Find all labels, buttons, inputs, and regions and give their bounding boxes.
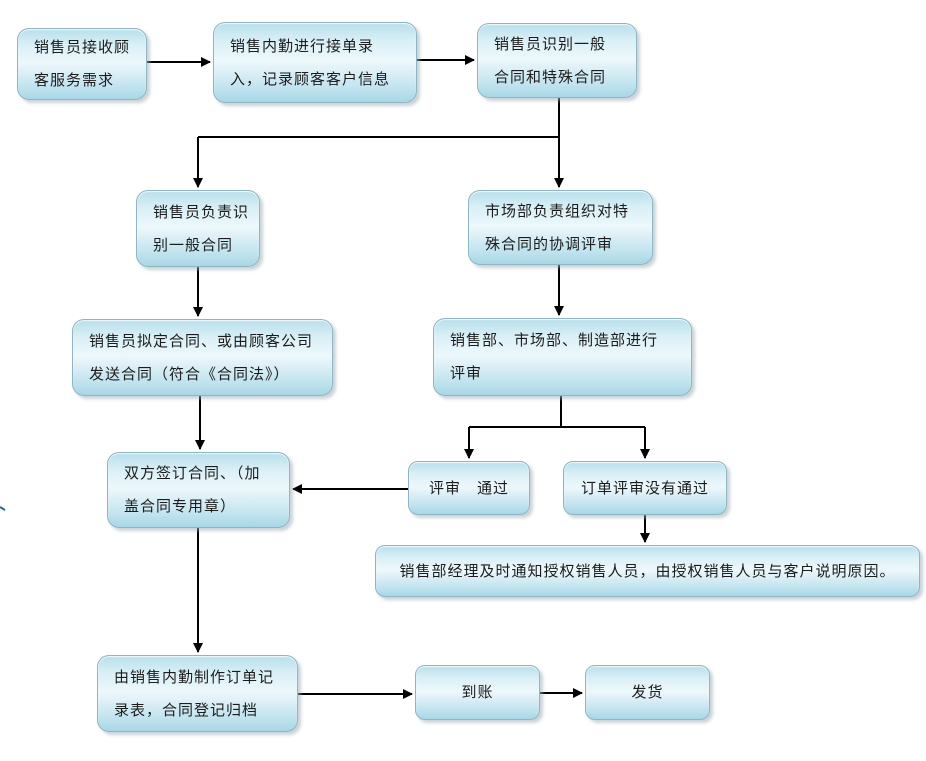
node-text: 由销售内勤制作订单记 [114, 667, 275, 686]
flow-node-review-failed: 订单评审没有通过 [563, 461, 727, 515]
node-text: 发货 [631, 683, 664, 701]
flow-node-payment-received: 到账 [415, 665, 540, 720]
node-text: 评审 通过 [428, 478, 509, 497]
node-text: 销售员拟定合同、或由顾客公司 [89, 331, 314, 350]
flow-node-notify-customer: 销售部经理及时通知授权销售人员，由授权销售人员与客户说明原因。 [375, 545, 920, 597]
node-text: 盖合同专用章） [124, 497, 237, 515]
node-text: 评审 [450, 364, 483, 382]
node-text: 入，记录顾客客户信息 [230, 69, 391, 88]
node-text: 销售员负责识 [153, 202, 250, 221]
node-text: 录表，合同登记归档 [114, 700, 259, 719]
node-text: 发送合同（符合《合同法》） [89, 364, 290, 383]
flow-node-general-contract: 销售员负责识 别一般合同 [136, 190, 260, 267]
node-text: 双方签订合同、（加 [124, 464, 261, 482]
flow-node-receive-demand: 销售员接收顾 客服务需求 [17, 28, 147, 100]
node-text: 销售部、市场部、制造部进行 [450, 331, 659, 349]
flow-node-order-record: 由销售内勤制作订单记 录表，合同登记归档 [97, 655, 298, 732]
node-text: 殊合同的协调评审 [485, 234, 614, 253]
flow-node-draft-contract: 销售员拟定合同、或由顾客公司 发送合同（符合《合同法》） [72, 319, 333, 396]
node-text: 到账 [461, 683, 494, 701]
flow-node-special-review-org: 市场部负责组织对特 殊合同的协调评审 [468, 190, 653, 265]
node-text: 订单评审没有通过 [580, 478, 709, 497]
flow-node-ship-goods: 发货 [585, 665, 710, 720]
node-text: 合同和特殊合同 [494, 67, 607, 86]
flow-node-identify-contract: 销售员识别一般 合同和特殊合同 [477, 23, 637, 98]
flow-node-review-passed: 评审 通过 [408, 461, 530, 515]
node-text: 销售内勤进行接单录 [230, 36, 375, 55]
node-text: 销售员识别一般 [494, 34, 607, 53]
node-text: 客服务需求 [34, 71, 115, 89]
flow-node-order-entry: 销售内勤进行接单录 入，记录顾客客户信息 [213, 22, 417, 103]
node-text: 销售员接收顾 [34, 38, 131, 56]
node-text: 市场部负责组织对特 [485, 201, 630, 220]
flow-node-joint-review: 销售部、市场部、制造部进行 评审 [433, 318, 692, 396]
node-text: 别一般合同 [153, 235, 234, 254]
flow-node-sign-contract: 双方签订合同、（加 盖合同专用章） [107, 452, 290, 528]
stray-mark [0, 506, 6, 511]
node-text: 销售部经理及时通知授权销售人员，由授权销售人员与客户说明原因。 [399, 561, 896, 580]
